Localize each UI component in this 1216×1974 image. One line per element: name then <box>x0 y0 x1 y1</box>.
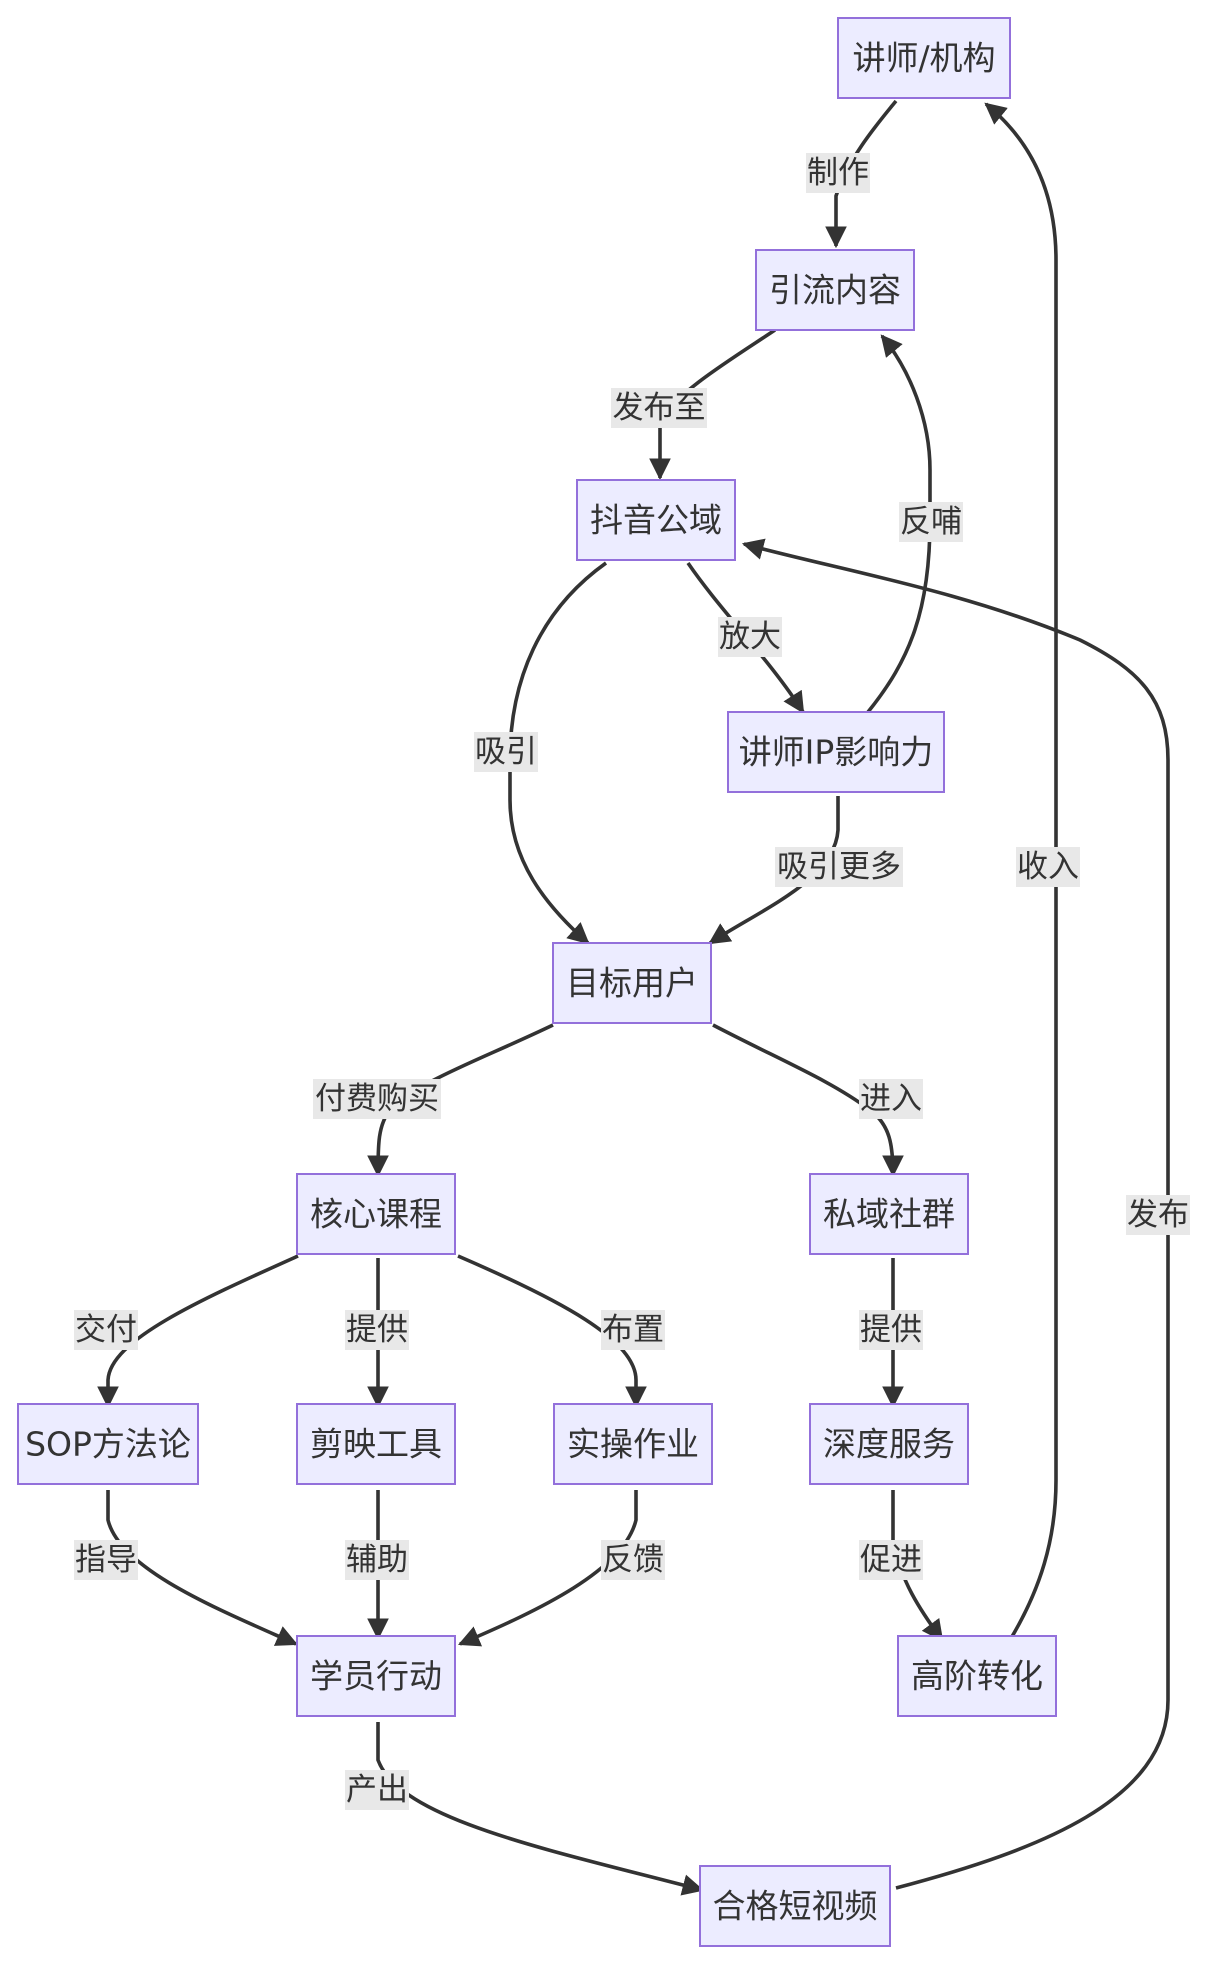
node-action[interactable]: 学员行动 <box>296 1635 456 1717</box>
svg-text:讲师IP影响力: 讲师IP影响力 <box>739 733 934 772</box>
svg-text:吸引: 吸引 <box>475 734 537 770</box>
svg-text:进入: 进入 <box>860 1081 922 1117</box>
svg-text:目标用户: 目标用户 <box>566 964 698 1003</box>
edge-video-douyin <box>741 538 1170 1890</box>
node-capcut[interactable]: 剪映工具 <box>296 1403 456 1485</box>
svg-text:讲师/机构: 讲师/机构 <box>852 39 995 78</box>
label-promote: 促进 <box>859 1540 923 1580</box>
node-video[interactable]: 合格短视频 <box>699 1865 891 1947</box>
node-content[interactable]: 引流内容 <box>755 249 915 331</box>
node-service[interactable]: 深度服务 <box>809 1403 969 1485</box>
label-publish: 发布 <box>1126 1195 1190 1235</box>
svg-text:交付: 交付 <box>75 1312 137 1348</box>
svg-text:吸引更多: 吸引更多 <box>777 849 901 885</box>
label-make: 制作 <box>806 153 870 193</box>
svg-text:指导: 指导 <box>75 1542 137 1578</box>
svg-text:发布至: 发布至 <box>613 390 706 426</box>
edge-ip-users <box>708 796 840 945</box>
svg-text:高阶转化: 高阶转化 <box>911 1657 1043 1696</box>
svg-text:合格短视频: 合格短视频 <box>713 1887 878 1926</box>
svg-text:提供: 提供 <box>346 1312 408 1348</box>
svg-text:放大: 放大 <box>719 619 781 655</box>
svg-text:深度服务: 深度服务 <box>823 1425 955 1464</box>
label-assist: 辅助 <box>345 1540 409 1580</box>
svg-text:收入: 收入 <box>1017 849 1079 885</box>
label-provide-service: 提供 <box>859 1310 923 1350</box>
svg-text:SOP方法论: SOP方法论 <box>25 1425 191 1464</box>
edge-sop-action <box>106 1490 298 1646</box>
label-attract: 吸引 <box>474 732 538 772</box>
node-sop[interactable]: SOP方法论 <box>17 1403 199 1485</box>
label-feedback-hw: 反馈 <box>601 1540 665 1580</box>
svg-text:引流内容: 引流内容 <box>769 271 901 310</box>
svg-text:辅助: 辅助 <box>346 1542 408 1578</box>
label-feedback-ip: 反哺 <box>899 502 963 542</box>
node-users[interactable]: 目标用户 <box>552 942 712 1024</box>
label-assign: 布置 <box>601 1310 665 1350</box>
node-ip[interactable]: 讲师IP影响力 <box>727 711 945 793</box>
node-private[interactable]: 私域社群 <box>809 1173 969 1255</box>
svg-text:实操作业: 实操作业 <box>567 1425 699 1464</box>
svg-text:抖音公域: 抖音公域 <box>590 501 722 540</box>
node-conversion[interactable]: 高阶转化 <box>897 1635 1057 1717</box>
label-deliver: 交付 <box>74 1310 138 1350</box>
node-homework[interactable]: 实操作业 <box>553 1403 713 1485</box>
edge-homework-action <box>458 1490 638 1647</box>
svg-text:反哺: 反哺 <box>900 504 962 540</box>
svg-text:产出: 产出 <box>346 1772 408 1808</box>
svg-text:提供: 提供 <box>860 1312 922 1348</box>
label-attract-more: 吸引更多 <box>775 847 903 887</box>
svg-text:布置: 布置 <box>602 1312 664 1348</box>
label-publish-to: 发布至 <box>611 388 707 428</box>
edge-course-homework <box>457 1254 647 1409</box>
edge-users-private <box>712 1023 904 1178</box>
node-douyin[interactable]: 抖音公域 <box>576 479 736 561</box>
svg-text:私域社群: 私域社群 <box>823 1195 955 1234</box>
node-lecturer[interactable]: 讲师/机构 <box>837 17 1011 99</box>
edge-course-sop <box>97 1254 299 1409</box>
svg-text:反馈: 反馈 <box>602 1542 664 1578</box>
svg-text:核心课程: 核心课程 <box>310 1195 442 1234</box>
label-enter: 进入 <box>859 1079 923 1119</box>
edge-action-video <box>376 1722 705 1896</box>
label-pay: 付费购买 <box>313 1079 441 1119</box>
svg-text:促进: 促进 <box>860 1542 922 1578</box>
label-guide: 指导 <box>74 1540 138 1580</box>
label-income: 收入 <box>1016 847 1080 887</box>
label-amplify: 放大 <box>718 617 782 657</box>
node-course[interactable]: 核心课程 <box>296 1173 456 1255</box>
svg-text:发布: 发布 <box>1127 1197 1189 1233</box>
svg-text:付费购买: 付费购买 <box>315 1081 439 1117</box>
label-output: 产出 <box>345 1770 409 1810</box>
svg-text:剪映工具: 剪映工具 <box>310 1425 442 1464</box>
svg-text:制作: 制作 <box>807 155 869 191</box>
label-provide-tool: 提供 <box>345 1310 409 1350</box>
svg-text:学员行动: 学员行动 <box>310 1657 442 1696</box>
